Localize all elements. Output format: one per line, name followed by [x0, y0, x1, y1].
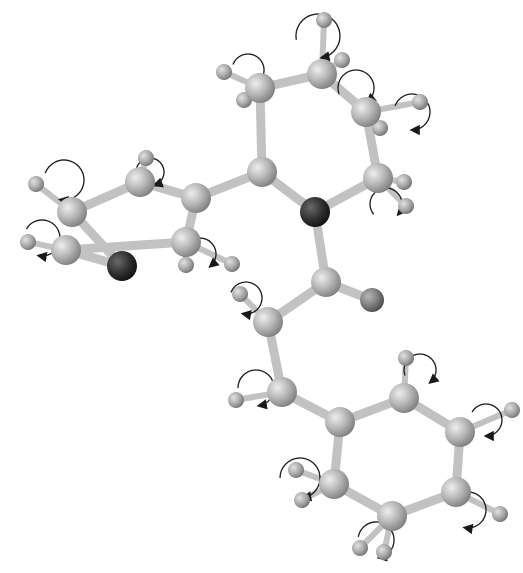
carbon-atom	[377, 501, 407, 531]
hydrogen-atom	[288, 462, 304, 478]
hydrogen-atom	[224, 256, 240, 272]
carbon-atom	[245, 73, 275, 103]
carbon-atom	[389, 383, 419, 413]
hydrogen-atom	[352, 540, 368, 556]
carbon-atom	[445, 417, 475, 447]
carbon-atom	[57, 197, 87, 227]
carbon-atom	[307, 59, 337, 89]
hydrogen-atoms-layer	[20, 12, 520, 560]
hydrogen-atom	[398, 198, 414, 214]
hydrogen-atom	[232, 286, 248, 302]
hydrogen-atom	[372, 120, 388, 136]
nitrogen-atom	[300, 197, 330, 227]
hydrogen-atom	[396, 174, 412, 190]
hydrogen-atom	[334, 52, 350, 68]
carbon-atom	[319, 469, 349, 499]
carbon-atom	[311, 267, 341, 297]
heavy-atoms-layer	[51, 59, 475, 531]
hydrogen-atom	[294, 492, 310, 508]
carbon-atom	[171, 227, 201, 257]
hydrogen-atom	[492, 506, 508, 522]
rotation-arrow	[403, 353, 440, 384]
rotation-arrow	[337, 69, 377, 104]
carbon-atom	[351, 97, 381, 127]
bonds-layer	[61, 69, 465, 521]
oxygen-atom	[360, 288, 384, 312]
rotation-arrow	[279, 457, 321, 502]
rotation-arrow	[237, 369, 275, 410]
hydrogen-atom	[316, 12, 332, 28]
hydrogen-atom	[412, 94, 428, 110]
hydrogen-atom	[138, 150, 154, 166]
rotation-arrow	[471, 403, 503, 442]
hydrogen-atom	[20, 234, 36, 250]
hydrogen-atom	[376, 544, 392, 560]
carbon-atom	[51, 235, 81, 265]
carbon-atom	[181, 183, 211, 213]
carbon-atom	[125, 167, 155, 197]
carbon-atom	[267, 377, 297, 407]
hydrogen-atom	[228, 392, 244, 408]
carbon-atom	[363, 163, 393, 193]
carbon-atom	[247, 157, 277, 187]
hydrogen-atom	[216, 64, 232, 80]
hydrogen-atom	[504, 402, 520, 418]
nitrogen-atom	[107, 251, 137, 281]
carbon-atom	[325, 407, 355, 437]
hydrogen-atom	[28, 176, 44, 192]
carbon-atom	[253, 307, 283, 337]
hydrogen-atom	[398, 350, 414, 366]
rotation-arrow	[135, 157, 165, 188]
bond-c4-c5	[61, 237, 191, 255]
carbon-atom	[441, 477, 471, 507]
hydrogen-bonds-layer	[25, 17, 515, 555]
hydrogen-atom	[178, 257, 194, 273]
rotation-arrow	[230, 281, 263, 321]
rotation-arrow	[25, 219, 61, 263]
